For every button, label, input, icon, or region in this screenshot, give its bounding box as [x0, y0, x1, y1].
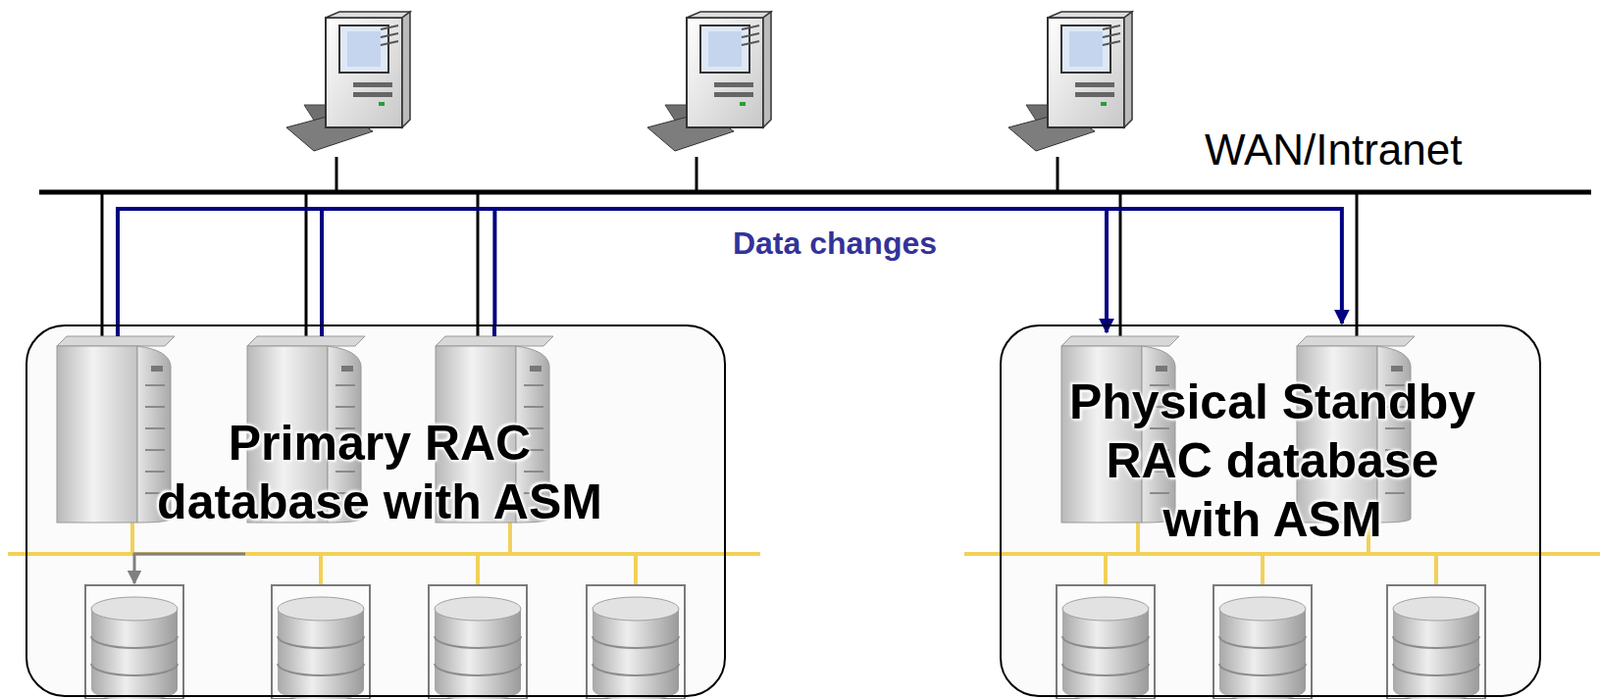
box-title: Physical Standby RAC database with ASM [1056, 372, 1489, 550]
box-title: Primary RAC database with ASM [149, 413, 611, 532]
replication-connector [494, 208, 1342, 325]
network-bus [39, 190, 1592, 196]
database-cluster-box: Physical Standby RAC database with ASM [999, 324, 1542, 698]
disk-icon [85, 585, 1486, 699]
redo-arrow [134, 554, 246, 584]
database-cluster-box: Primary RAC database with ASM [25, 324, 726, 698]
data-change-branch [117, 208, 1107, 337]
client-links [102, 156, 1357, 339]
network-label: WAN/Intranet [1204, 125, 1462, 175]
edge-label: Data changes [732, 225, 937, 262]
client-computer [286, 11, 1133, 152]
